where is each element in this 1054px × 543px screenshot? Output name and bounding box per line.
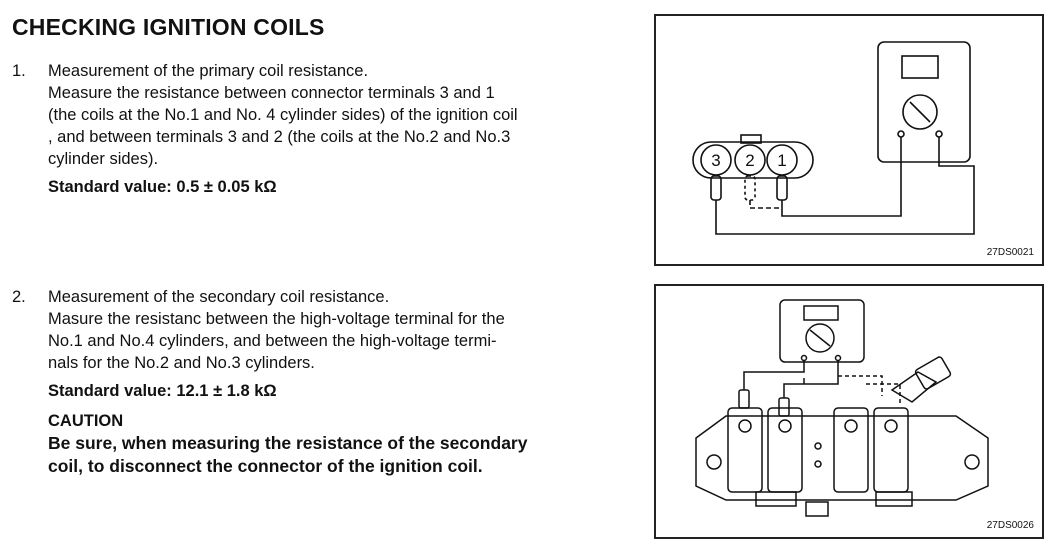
step-heading: Measurement of the secondary coil resist… — [48, 288, 390, 306]
step-number: 2. — [12, 288, 26, 306]
figure-primary-coil: 3 2 1 27DS0021 — [654, 14, 1044, 266]
caution-line: coil, to disconnect the connector of the… — [48, 456, 483, 476]
step-secondary-coil: 2. Measurement of the secondary coil res… — [12, 286, 612, 478]
multimeter-icon — [779, 299, 865, 363]
step-heading: Measurement of the primary coil resistan… — [48, 62, 369, 80]
figure-code: 27DS0021 — [986, 247, 1034, 258]
terminal-label: 3 — [711, 151, 720, 170]
secondary-coil-diagram — [695, 299, 989, 517]
step-line: cylinder sides). — [48, 150, 159, 168]
standard-value: Standard value: 12.1 ± 1.8 kΩ — [48, 382, 277, 400]
step-line: , and between terminals 3 and 2 (the coi… — [48, 128, 511, 146]
step-primary-coil: 1. Measurement of the primary coil resis… — [12, 60, 612, 198]
caution-line: Be sure, when measuring the resistance o… — [48, 433, 528, 453]
figure-code: 27DS0026 — [986, 520, 1034, 531]
step-line: Masure the resistanc between the high-vo… — [48, 310, 505, 328]
standard-value: Standard value: 0.5 ± 0.05 kΩ — [48, 178, 277, 196]
page-title: CHECKING IGNITION COILS — [12, 14, 325, 40]
step-number: 1. — [12, 62, 26, 80]
primary-coil-diagram: 3 2 1 — [692, 41, 975, 235]
terminal-label: 1 — [777, 151, 786, 170]
step-line: No.1 and No.4 cylinders, and between the… — [48, 332, 497, 350]
terminal-label: 2 — [745, 151, 754, 170]
step-line: Measure the resistance between connector… — [48, 84, 495, 102]
figure-secondary-coil: 27DS0026 — [654, 284, 1044, 539]
step-line: (the coils at the No.1 and No. 4 cylinde… — [48, 106, 518, 124]
multimeter-icon — [877, 41, 971, 163]
connector-icon — [692, 141, 814, 179]
caution-label: CAUTION — [48, 412, 124, 430]
step-line: nals for the No.2 and No.3 cylinders. — [48, 354, 315, 372]
